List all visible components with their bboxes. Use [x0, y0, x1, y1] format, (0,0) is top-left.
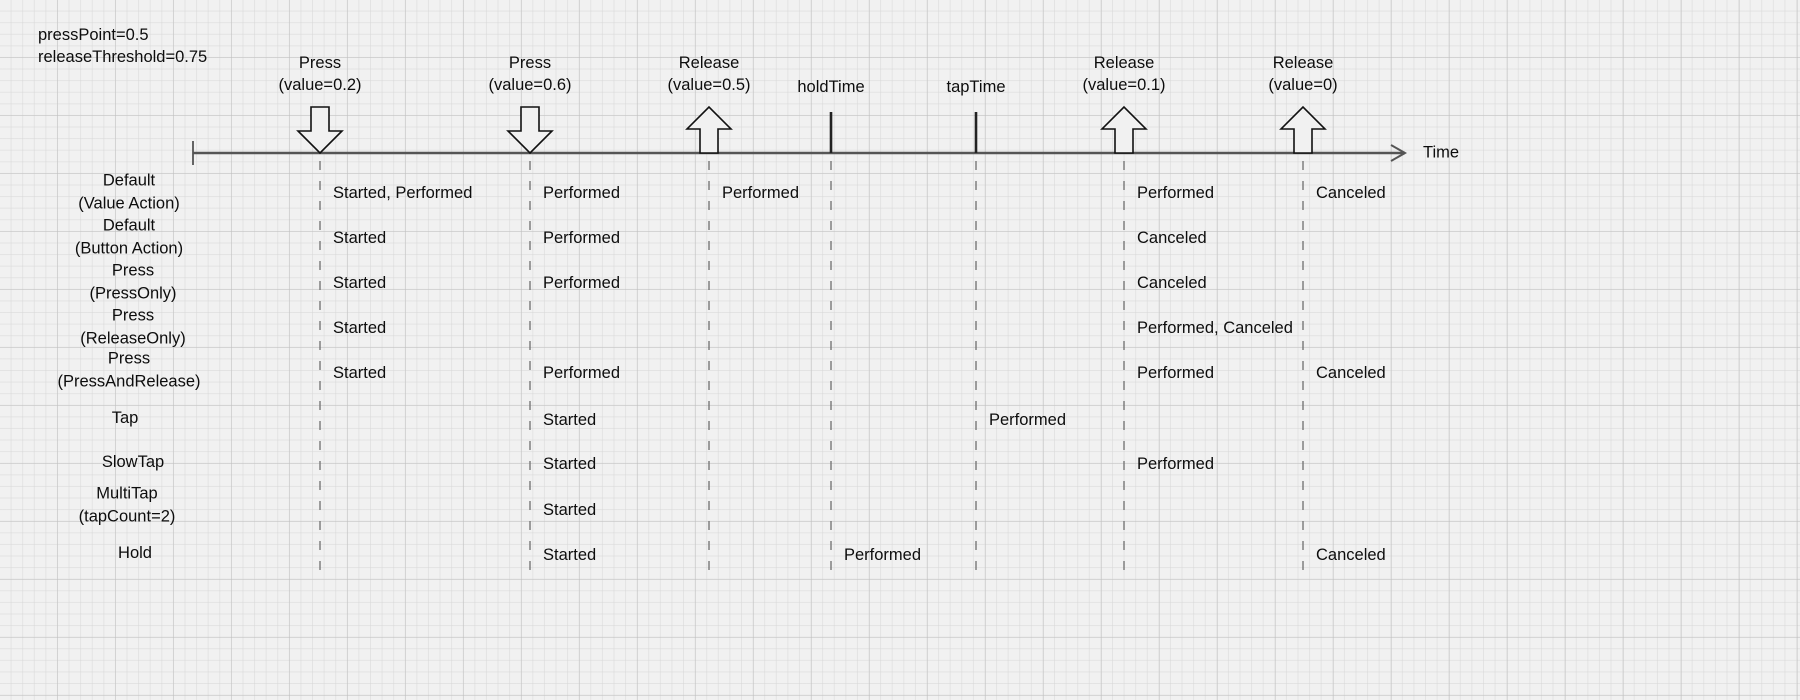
- cell-press-pressandrelease-press-0-6: Performed: [543, 364, 621, 382]
- event-label-title-release-0: Release: [1272, 54, 1334, 72]
- event-label-press-0-6: Press (value=0.6): [488, 52, 571, 96]
- row-label-line: Press: [111, 261, 155, 280]
- cell-press-pressandrelease-release-0: Canceled: [1316, 364, 1386, 382]
- event-label-title-press-0-2: Press: [298, 54, 342, 72]
- arrow-down-icon-press-0-2: [296, 106, 344, 155]
- event-label-value-release-0: (value=0): [1268, 76, 1338, 94]
- cell-default-value-action-release-0-5: Performed: [722, 184, 800, 202]
- event-label-release-0: Release (value=0): [1268, 52, 1337, 96]
- event-label-title-taptime: tapTime: [946, 78, 1006, 96]
- event-label-press-0-2: Press (value=0.2): [278, 52, 361, 96]
- arrow-down-icon-press-0-6: [506, 106, 554, 155]
- row-label-line: Tap: [111, 408, 139, 427]
- cell-press-pressonly-press-0-2: Started: [333, 274, 387, 292]
- event-label-title-release-0-5: Release: [678, 54, 740, 72]
- row-label-line: Press: [107, 349, 151, 368]
- cell-tap-press-0-6: Started: [543, 411, 597, 429]
- row-label-tap: Tap: [112, 407, 139, 430]
- cell-press-pressandrelease-press-0-2: Started: [333, 364, 387, 382]
- event-label-release-0-1: Release (value=0.1): [1082, 52, 1165, 96]
- cell-default-value-action-press-0-6: Performed: [543, 184, 621, 202]
- event-label-title-press-0-6: Press: [508, 54, 552, 72]
- cell-default-value-action-release-0: Canceled: [1316, 184, 1386, 202]
- arrow-up-icon-release-0-1: [1100, 105, 1148, 154]
- cell-press-pressandrelease-release-0-1: Performed: [1137, 364, 1215, 382]
- event-label-value-release-0-5: (value=0.5): [667, 76, 751, 94]
- event-label-value-release-0-1: (value=0.1): [1082, 76, 1166, 94]
- row-label-line: (Value Action): [78, 194, 180, 212]
- row-label-default-value-action: Default (Value Action): [78, 170, 180, 215]
- parameters-note: pressPoint=0.5 releaseThreshold=0.75: [38, 26, 208, 66]
- row-label-line: (PressAndRelease): [57, 372, 201, 390]
- row-label-press-pressonly: Press (PressOnly): [89, 260, 176, 305]
- row-label-press-releaseonly: Press (ReleaseOnly): [80, 305, 185, 350]
- cell-default-button-action-press-0-6: Performed: [543, 229, 621, 247]
- cell-default-value-action-release-0-1: Performed: [1137, 184, 1215, 202]
- arrow-up-icon-release-0: [1279, 105, 1327, 154]
- event-label-release-0-5: Release (value=0.5): [667, 52, 750, 96]
- row-label-default-button-action: Default (Button Action): [75, 215, 183, 260]
- cell-hold-release-0: Canceled: [1316, 546, 1386, 564]
- row-label-line: (Button Action): [74, 239, 184, 257]
- row-label-line: Default: [102, 216, 156, 235]
- cell-press-releaseonly-press-0-2: Started: [333, 319, 387, 337]
- axis-arrowhead-icon: [1390, 144, 1408, 162]
- cell-slowtap-release-0-1: Performed: [1137, 455, 1215, 473]
- row-label-hold: Hold: [118, 542, 152, 565]
- event-label-value-press-0-2: (value=0.2): [278, 76, 362, 94]
- cell-slowtap-press-0-6: Started: [543, 455, 597, 473]
- cell-tap-taptime: Performed: [989, 411, 1067, 429]
- event-label-value-press-0-6: (value=0.6): [488, 76, 572, 94]
- row-label-line: Press: [111, 306, 155, 325]
- row-label-line: Hold: [118, 543, 152, 562]
- cell-press-pressonly-press-0-6: Performed: [543, 274, 621, 292]
- cell-hold-holdtime: Performed: [844, 546, 922, 564]
- cell-multitap-press-0-6: Started: [543, 501, 597, 519]
- cell-press-releaseonly-release-0-1: Performed, Canceled: [1137, 319, 1293, 337]
- row-label-line: (tapCount=2): [78, 507, 176, 525]
- cell-press-pressonly-release-0-1: Canceled: [1137, 274, 1207, 292]
- row-label-line: (ReleaseOnly): [80, 329, 186, 347]
- row-label-press-pressandrelease: Press (PressAndRelease): [57, 348, 200, 393]
- row-label-line: (PressOnly): [89, 284, 177, 302]
- row-label-line: MultiTap: [96, 484, 158, 503]
- event-label-taptime: tapTime: [947, 76, 1006, 98]
- cell-default-value-action-press-0-2: Started, Performed: [333, 184, 473, 202]
- cell-default-button-action-release-0-1: Canceled: [1137, 229, 1207, 247]
- row-label-line: Default: [102, 171, 156, 190]
- axis-title-time: Time: [1423, 143, 1460, 162]
- event-label-title-release-0-1: Release: [1093, 54, 1155, 72]
- arrow-up-icon-release-0-5: [685, 105, 733, 154]
- event-label-holdtime: holdTime: [797, 76, 864, 98]
- row-label-line: SlowTap: [101, 452, 165, 471]
- row-label-slowtap: SlowTap: [102, 451, 164, 474]
- event-label-title-holdtime: holdTime: [797, 78, 865, 96]
- cell-hold-press-0-6: Started: [543, 546, 597, 564]
- cell-default-button-action-press-0-2: Started: [333, 229, 387, 247]
- row-label-multitap: MultiTap (tapCount=2): [79, 483, 176, 528]
